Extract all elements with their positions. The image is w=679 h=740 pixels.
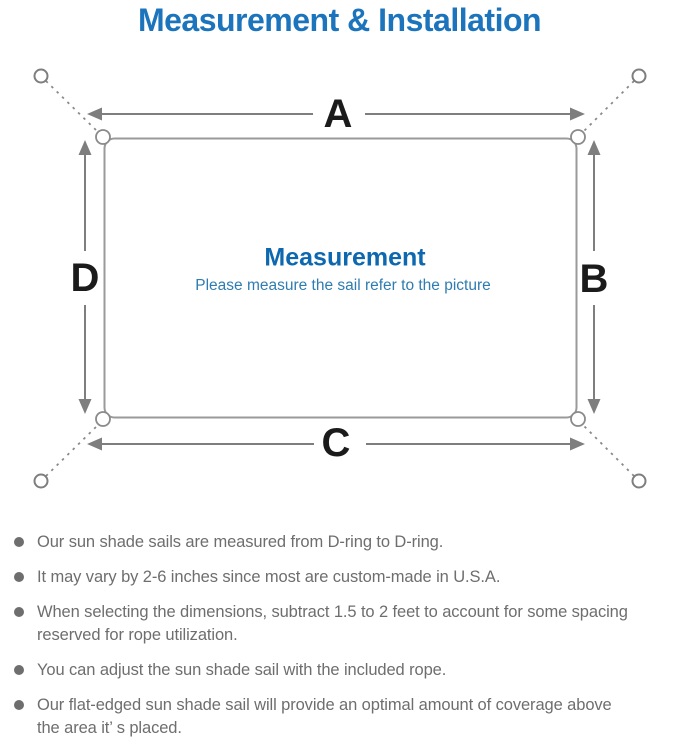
rope-bottom-left-line bbox=[45, 422, 101, 477]
note-text: Our flat-edged sun shade sail will provi… bbox=[37, 696, 612, 737]
dimension-arrow-b bbox=[587, 140, 601, 414]
measurement-diagram: A B C D Measurement Please measure the s… bbox=[0, 58, 679, 518]
bullet-icon bbox=[14, 607, 24, 617]
list-item: When selecting the dimensions, subtract … bbox=[14, 601, 677, 647]
note-text: Our sun shade sails are measured from D-… bbox=[37, 533, 444, 551]
anchor-point-icon bbox=[631, 68, 647, 84]
dimension-label-b: B bbox=[579, 257, 609, 301]
list-item: Our flat-edged sun shade sail will provi… bbox=[14, 694, 677, 740]
diagram-heading: Measurement bbox=[264, 243, 426, 272]
rope-bottom-right-line bbox=[580, 422, 635, 477]
dimension-arrow-d bbox=[78, 140, 92, 414]
dimension-arrow-a bbox=[87, 107, 585, 121]
note-text: You can adjust the sun shade sail with t… bbox=[37, 661, 447, 679]
list-item: It may vary by 2-6 inches since most are… bbox=[14, 566, 677, 589]
d-rings bbox=[95, 129, 586, 427]
rope-top-left-line bbox=[45, 80, 101, 135]
d-ring-icon bbox=[570, 411, 586, 427]
anchor-point-icon bbox=[33, 68, 49, 84]
bullet-icon bbox=[14, 572, 24, 582]
shade-sail-outline bbox=[103, 137, 578, 419]
note-text: When selecting the dimensions, subtract … bbox=[37, 603, 628, 644]
anchor-rope-dashed-lines bbox=[45, 80, 635, 477]
dimension-label-c: C bbox=[321, 421, 351, 465]
note-text: It may vary by 2-6 inches since most are… bbox=[37, 568, 501, 586]
anchor-point-icon bbox=[631, 473, 647, 489]
arrowhead-right-icon bbox=[570, 107, 585, 121]
d-ring-icon bbox=[95, 411, 111, 427]
notes-list: Our sun shade sails are measured from D-… bbox=[0, 531, 679, 740]
arrowhead-right-icon bbox=[570, 437, 585, 451]
list-item: Our sun shade sails are measured from D-… bbox=[14, 531, 677, 554]
arrowhead-up-icon bbox=[78, 140, 92, 155]
diagram-subtitle: Please measure the sail refer to the pic… bbox=[195, 277, 491, 294]
d-ring-icon bbox=[95, 129, 111, 145]
d-ring-icon bbox=[570, 129, 586, 145]
dimension-arrow-c bbox=[87, 437, 585, 451]
arrowhead-up-icon bbox=[587, 140, 601, 155]
bullet-icon bbox=[14, 537, 24, 547]
list-item: You can adjust the sun shade sail with t… bbox=[14, 659, 677, 682]
arrowhead-down-icon bbox=[78, 399, 92, 414]
arrowhead-left-icon bbox=[87, 107, 102, 121]
anchor-point-icon bbox=[33, 473, 49, 489]
rope-top-right-line bbox=[580, 80, 635, 135]
anchor-points bbox=[33, 68, 647, 489]
bullet-icon bbox=[14, 665, 24, 675]
arrowhead-down-icon bbox=[587, 399, 601, 414]
dimension-label-d: D bbox=[70, 256, 100, 300]
dimension-label-a: A bbox=[323, 92, 353, 136]
bullet-icon bbox=[14, 700, 24, 710]
page-title: Measurement & Installation bbox=[137, 2, 542, 38]
arrowhead-left-icon bbox=[87, 437, 102, 451]
diagram-canvas bbox=[33, 68, 647, 489]
